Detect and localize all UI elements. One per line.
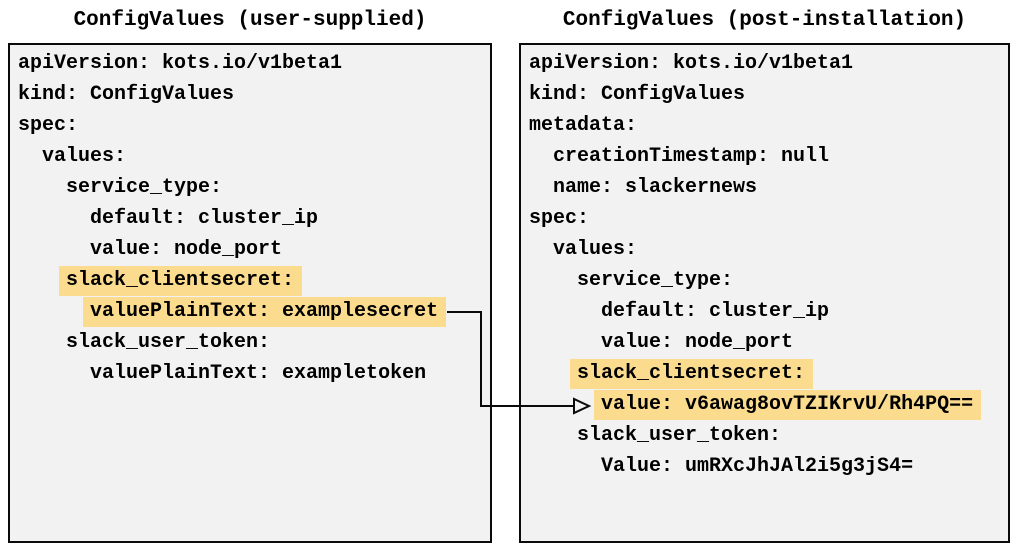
code-line: creationTimestamp: null	[529, 141, 1008, 172]
post-installation-config-panel: apiVersion: kots.io/v1beta1 kind: Config…	[519, 43, 1010, 543]
code-line: slack_user_token:	[18, 327, 490, 358]
user-supplied-panel-title: ConfigValues (user-supplied)	[73, 9, 427, 32]
code-text: service_type:	[577, 269, 734, 292]
code-indent	[18, 238, 90, 261]
code-line: Value: umRXcJhJAl2i5g3jS4=	[529, 451, 1008, 482]
code-indent	[529, 145, 553, 168]
code-line: values:	[18, 141, 490, 172]
code-text: slack_user_token:	[577, 424, 782, 447]
code-text: apiVersion: kots.io/v1beta1	[18, 52, 343, 75]
code-text: values:	[553, 238, 638, 261]
highlighted-code-text: slack_clientsecret:	[59, 266, 303, 296]
code-text: value: node_port	[601, 331, 794, 354]
code-line: name: slackernews	[529, 172, 1008, 203]
code-indent	[529, 455, 601, 478]
code-indent	[529, 393, 601, 416]
code-indent	[529, 300, 601, 323]
code-indent	[529, 269, 577, 292]
code-indent	[18, 207, 90, 230]
highlighted-code-line-slack-clientsecret: slack_clientsecret:	[529, 358, 1008, 389]
code-text: service_type:	[66, 176, 223, 199]
code-text: kind: ConfigValues	[18, 83, 235, 106]
code-line: value: node_port	[18, 234, 490, 265]
code-line: value: node_port	[529, 327, 1008, 358]
code-line: default: cluster_ip	[18, 203, 490, 234]
code-text: default: cluster_ip	[601, 300, 830, 323]
highlighted-code-line-value-plaintext: valuePlainText: examplesecret	[18, 296, 490, 327]
code-indent	[18, 331, 66, 354]
user-supplied-config-panel: apiVersion: kots.io/v1beta1 kind: Config…	[8, 43, 492, 543]
code-line: apiVersion: kots.io/v1beta1	[18, 48, 490, 79]
code-line: slack_user_token:	[529, 420, 1008, 451]
code-line: default: cluster_ip	[529, 296, 1008, 327]
code-text: values:	[42, 145, 127, 168]
code-line: values:	[529, 234, 1008, 265]
code-text: value: node_port	[90, 238, 283, 261]
code-indent	[529, 331, 601, 354]
code-text: valuePlainText: exampletoken	[90, 362, 427, 385]
code-text: creationTimestamp: null	[553, 145, 830, 168]
code-line: kind: ConfigValues	[18, 79, 490, 110]
code-line: spec:	[18, 110, 490, 141]
code-line: kind: ConfigValues	[529, 79, 1008, 110]
code-indent	[18, 145, 42, 168]
post-installation-yaml: apiVersion: kots.io/v1beta1 kind: Config…	[521, 45, 1008, 482]
highlighted-code-line-encrypted-value: value: v6awag8ovTZIKrvU/Rh4PQ==	[529, 389, 1008, 420]
code-line: service_type:	[18, 172, 490, 203]
code-text: apiVersion: kots.io/v1beta1	[529, 52, 854, 75]
code-line: apiVersion: kots.io/v1beta1	[529, 48, 1008, 79]
code-text: kind: ConfigValues	[529, 83, 746, 106]
code-indent	[18, 362, 90, 385]
highlighted-code-text: valuePlainText: examplesecret	[83, 297, 447, 327]
highlighted-code-line-slack-clientsecret: slack_clientsecret:	[18, 265, 490, 296]
code-indent	[529, 238, 553, 261]
code-indent	[18, 176, 66, 199]
highlighted-code-text: slack_clientsecret:	[570, 359, 814, 389]
code-line: valuePlainText: exampletoken	[18, 358, 490, 389]
code-indent	[18, 300, 90, 323]
code-text: spec:	[18, 114, 79, 137]
code-line: metadata:	[529, 110, 1008, 141]
code-text: slack_user_token:	[66, 331, 271, 354]
code-text: metadata:	[529, 114, 638, 137]
code-text: name: slackernews	[553, 176, 758, 199]
code-line: service_type:	[529, 265, 1008, 296]
code-indent	[529, 424, 577, 447]
post-installation-panel-title: ConfigValues (post-installation)	[562, 9, 967, 32]
code-text: default: cluster_ip	[90, 207, 319, 230]
user-supplied-yaml: apiVersion: kots.io/v1beta1 kind: Config…	[10, 45, 490, 389]
code-line: spec:	[529, 203, 1008, 234]
code-text: Value: umRXcJhJAl2i5g3jS4=	[601, 455, 914, 478]
highlighted-code-text: value: v6awag8ovTZIKrvU/Rh4PQ==	[594, 390, 982, 420]
code-text: spec:	[529, 207, 590, 230]
code-indent	[529, 176, 553, 199]
